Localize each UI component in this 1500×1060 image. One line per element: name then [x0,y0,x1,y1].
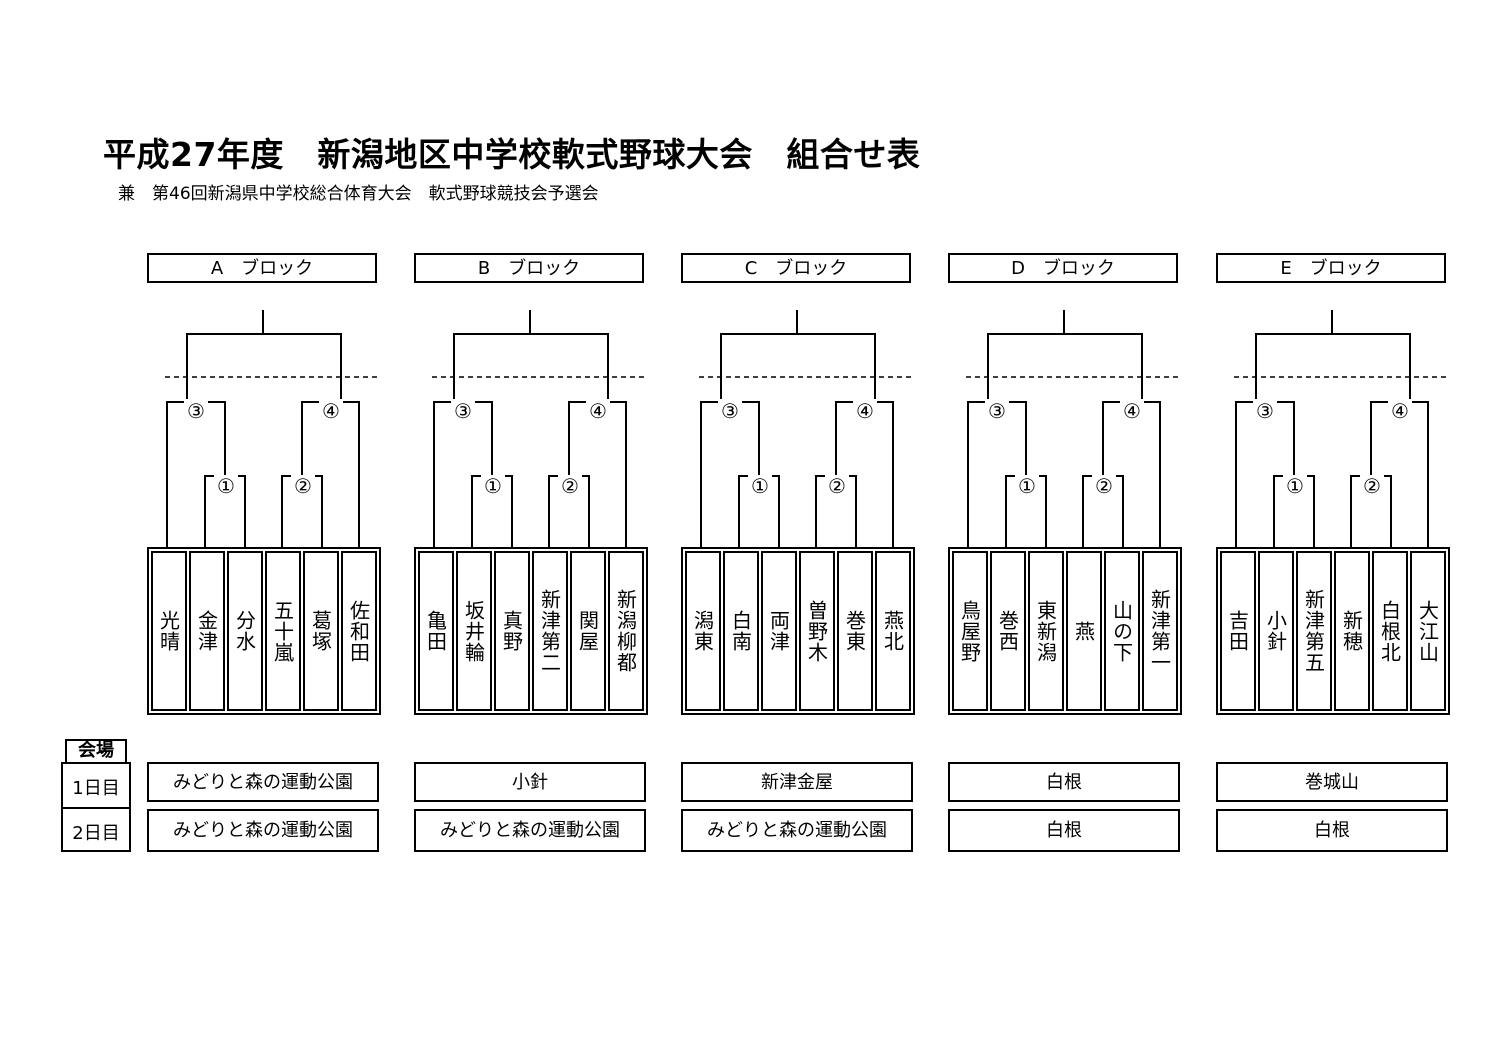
match-number-1: ① [481,475,505,497]
page-subtitle: 兼 第46回新潟県中学校総合体育大会 軟式野球競技会予選会 [118,184,599,204]
team-name: 光晴 [151,551,187,711]
bracket-lines [699,310,911,547]
block-header: B ブロック [414,253,644,283]
block-c: C ブロック ③ ④ ① ② 潟東 白南 両津 曽野木 巻東 燕北 新津金屋 み… [681,250,921,870]
match-number-4: ④ [1388,400,1412,422]
team-list: 光晴 金津 分水 五十嵐 葛塚 佐和田 [147,547,381,715]
team-name: 新潟柳都 [608,551,644,711]
block-a: A ブロック ③ ④ ① ② 光晴 金津 分水 五十嵐 葛塚 佐和田 みどりと森… [147,250,387,870]
match-number-3: ③ [985,400,1009,422]
match-number-2: ② [1360,475,1384,497]
match-number-2: ② [825,475,849,497]
team-name: 関屋 [570,551,606,711]
team-name: 燕北 [875,551,911,711]
venue-label-header: 会場 [78,740,114,761]
team-name: 分水 [227,551,263,711]
venue-day1: 巻城山 [1216,762,1448,802]
team-name: 新津第五 [1296,551,1332,711]
team-name: 燕 [1066,551,1102,711]
venue-day1: 白根 [948,762,1180,802]
block-header: E ブロック [1216,253,1446,283]
team-name: 両津 [761,551,797,711]
venue-label-day2: 2日目 [72,823,120,844]
venue-day1: 小針 [414,762,646,802]
match-number-1: ① [1015,475,1039,497]
team-name: 潟東 [685,551,721,711]
team-name: 大江山 [1410,551,1446,711]
team-name: 坂井輪 [456,551,492,711]
page-title: 平成27年度 新潟地区中学校軟式野球大会 組合せ表 [103,135,921,174]
match-number-4: ④ [1120,400,1144,422]
venue-label-column: 会場 1日目 2日目 [61,739,131,852]
match-number-2: ② [1092,475,1116,497]
match-number-1: ① [1283,475,1307,497]
match-number-3: ③ [184,400,208,422]
bracket-lines [966,310,1178,547]
match-number-2: ② [558,475,582,497]
team-name: 小針 [1258,551,1294,711]
match-number-1: ① [748,475,772,497]
team-list: 亀田 坂井輪 真野 新津第二 関屋 新潟柳都 [414,547,648,715]
venue-day2: 白根 [1216,809,1448,852]
venue-label-divider [63,807,129,809]
block-header: A ブロック [147,253,377,283]
venue-day1: みどりと森の運動公園 [147,762,379,802]
team-name: 金津 [189,551,225,711]
team-list: 吉田 小針 新津第五 新穂 白根北 大江山 [1216,547,1450,715]
team-name: 新津第一 [1142,551,1178,711]
block-header: C ブロック [681,253,911,283]
team-name: 山の下 [1104,551,1140,711]
venue-label-day1: 1日目 [72,778,120,799]
team-list: 潟東 白南 両津 曽野木 巻東 燕北 [681,547,915,715]
match-number-4: ④ [853,400,877,422]
venue-day2: みどりと森の運動公園 [681,809,913,852]
team-name: 吉田 [1220,551,1256,711]
team-name: 葛塚 [303,551,339,711]
team-name: 白南 [723,551,759,711]
venue-day2: 白根 [948,809,1180,852]
bracket-lines [1234,310,1446,547]
team-name: 鳥屋野 [952,551,988,711]
team-name: 真野 [494,551,530,711]
team-name: 巻西 [990,551,1026,711]
team-name: 東新潟 [1028,551,1064,711]
block-d: D ブロック ③ ④ ① ② 鳥屋野 巻西 東新潟 燕 山の下 新津第一 白根 … [948,250,1188,870]
team-name: 新穂 [1334,551,1370,711]
team-name: 五十嵐 [265,551,301,711]
match-number-3: ③ [1253,400,1277,422]
block-b: B ブロック ③ ④ ① ② 亀田 坂井輪 真野 新津第二 関屋 新潟柳都 小針… [414,250,654,870]
team-name: 亀田 [418,551,454,711]
venue-label-header-box [65,739,127,763]
team-name: 曽野木 [799,551,835,711]
team-name: 新津第二 [532,551,568,711]
bracket-lines [432,310,644,547]
team-list: 鳥屋野 巻西 東新潟 燕 山の下 新津第一 [948,547,1182,715]
venue-day1: 新津金屋 [681,762,913,802]
block-e: E ブロック ③ ④ ① ② 吉田 小針 新津第五 新穂 白根北 大江山 巻城山… [1216,250,1456,870]
match-number-3: ③ [718,400,742,422]
match-number-3: ③ [451,400,475,422]
match-number-1: ① [214,475,238,497]
match-number-2: ② [291,475,315,497]
team-name: 白根北 [1372,551,1408,711]
venue-day2: みどりと森の運動公園 [414,809,646,852]
venue-label-body: 1日目 2日目 [61,762,131,852]
bracket-lines [165,310,377,547]
match-number-4: ④ [319,400,343,422]
venue-day2: みどりと森の運動公園 [147,809,379,852]
match-number-4: ④ [586,400,610,422]
block-header: D ブロック [948,253,1178,283]
team-name: 巻東 [837,551,873,711]
team-name: 佐和田 [341,551,377,711]
